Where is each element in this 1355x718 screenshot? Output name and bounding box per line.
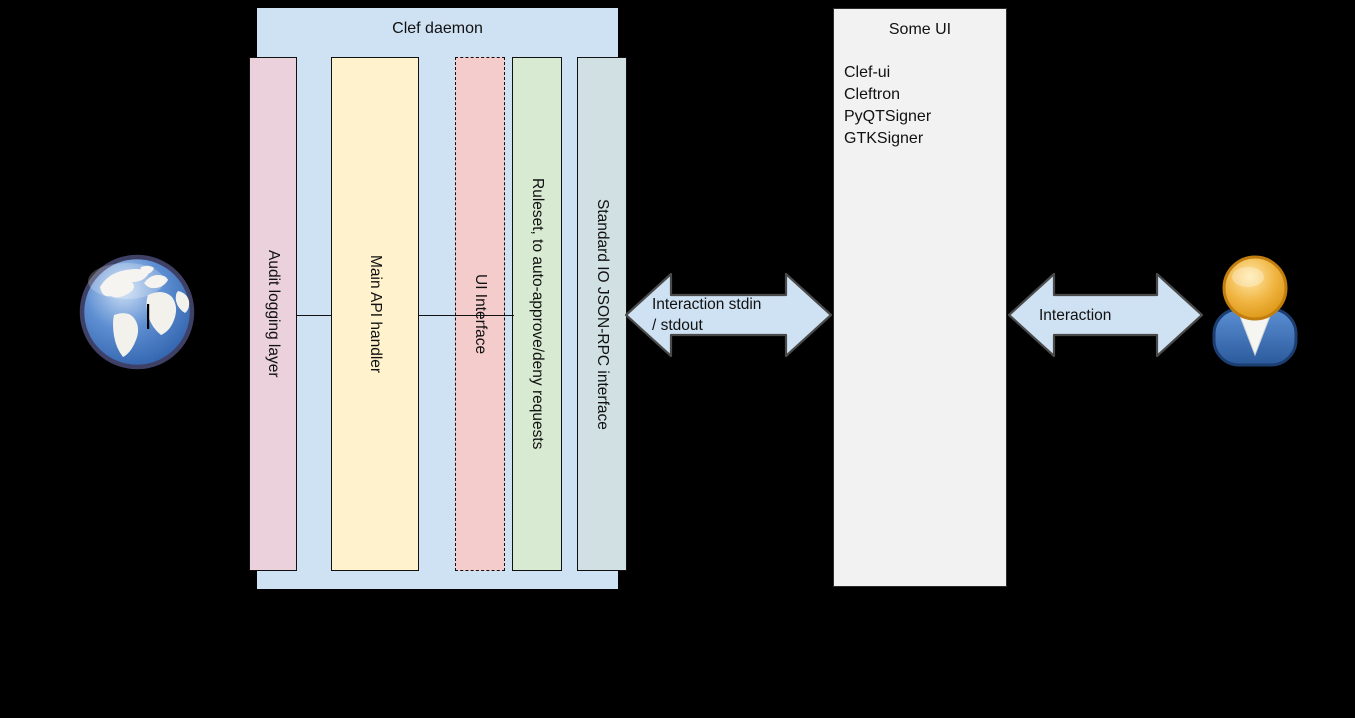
globe-continent-asia [175, 291, 190, 313]
clef-daemon-title: Clef daemon [392, 20, 483, 37]
arrow-left-label-line2: / stdout [652, 317, 703, 334]
arrow-right-label-text: Interaction [1039, 306, 1112, 324]
bar-audit-label: Audit logging layer [265, 250, 282, 378]
clef-daemon-box: Clef daemon [257, 8, 618, 589]
some-ui-box: Some UI Clef-ui Cleftron PyQTSigner GTKS… [833, 8, 1007, 587]
bar-audit-logging-layer: Audit logging layer [249, 57, 297, 571]
bar-main-api-handler: Main API handler [331, 57, 419, 571]
globe-continent-europe [144, 275, 168, 289]
bar-stdio-jsonrpc: Standard IO JSON-RPC interface [577, 57, 627, 571]
user-head [1222, 255, 1288, 321]
double-arrow-icon [1008, 272, 1203, 358]
globe-continent-greenland [140, 265, 154, 274]
arrow-user-interaction: Interaction [1008, 272, 1203, 358]
globe-highlight [88, 263, 164, 299]
some-ui-item-cleftron: Cleftron [844, 86, 901, 103]
user-head-highlight [1232, 267, 1264, 287]
globe-cursor-mark [147, 304, 150, 329]
bar-ruleset-label: Ruleset, to auto-approve/deny requests [529, 178, 546, 450]
bar-mainapi-label: Main API handler [367, 254, 384, 374]
some-ui-item-pyqtsigner: PyQTSigner [844, 108, 932, 125]
connector-audit-to-api [296, 315, 332, 316]
globe-continent-africa [146, 291, 177, 335]
bar-ui-interface: UI Interface [455, 57, 505, 571]
bar-ruleset: Ruleset, to auto-approve/deny requests [512, 57, 562, 571]
arrow-right-label: Interaction [1008, 272, 1203, 358]
arrow-left-label: Interaction stdin / stdout [625, 272, 832, 358]
connector-api-to-ruleset [418, 315, 514, 316]
bar-stdio-label: Standard IO JSON-RPC interface [594, 198, 611, 430]
bar-ui-label: UI Interface [472, 273, 489, 355]
some-ui-list: Clef-ui Cleftron PyQTSigner GTKSigner [834, 62, 1006, 150]
globe-continent-south-america [113, 313, 139, 357]
arrow-left-label-line1: Interaction stdin [652, 296, 762, 313]
double-arrow-icon [625, 272, 832, 358]
some-ui-item-clef-ui: Clef-ui [844, 64, 891, 81]
globe-continent-north-america [100, 269, 149, 298]
user-icon [1212, 255, 1298, 367]
globe-icon [79, 254, 195, 370]
some-ui-item-gtksigner: GTKSigner [844, 130, 924, 147]
some-ui-title: Some UI [888, 21, 952, 38]
arrow-stdio-interaction: Interaction stdin / stdout [625, 272, 832, 358]
